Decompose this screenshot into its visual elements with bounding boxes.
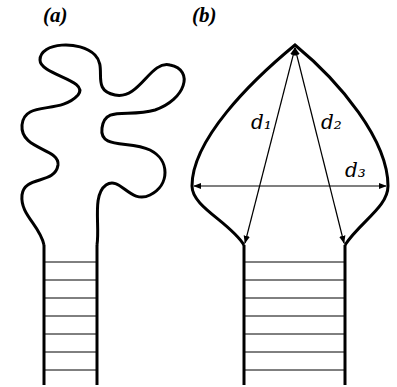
- panel-label: (b): [192, 5, 217, 26]
- distance-label: d₁: [250, 112, 273, 132]
- distance-label: d₃: [344, 160, 367, 180]
- smooth-loop: [192, 45, 388, 245]
- panel-label: (a): [43, 5, 68, 26]
- random-coil-loop: [22, 45, 184, 245]
- distance-arrows: [194, 48, 386, 243]
- distance-label: d₂: [320, 112, 343, 132]
- stem-b: [244, 245, 345, 385]
- stem-a: [44, 245, 97, 385]
